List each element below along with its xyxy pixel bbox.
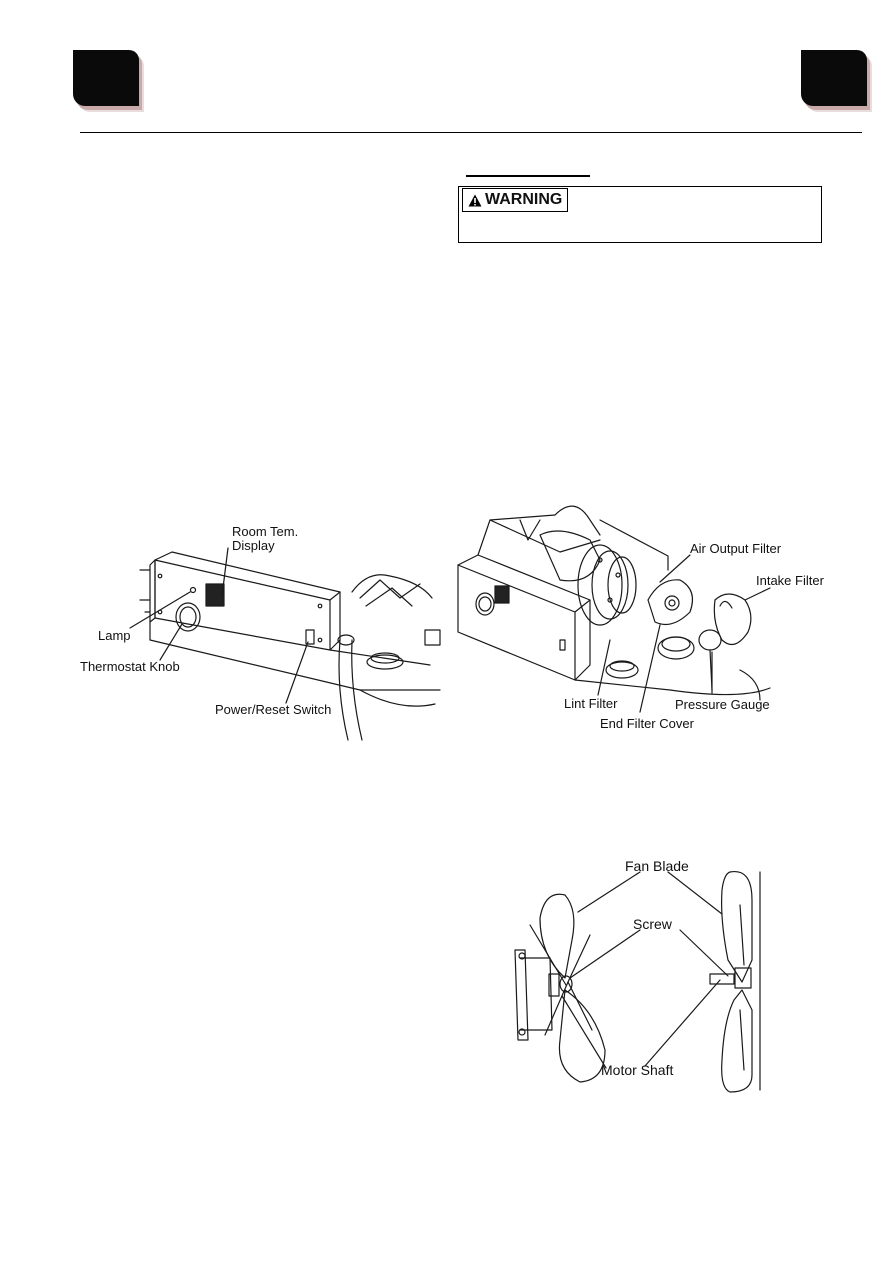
label-motor-shaft: Motor Shaft (601, 1062, 674, 1078)
label-air-output-filter: Air Output Filter (690, 541, 782, 556)
section-heading-rule (466, 175, 590, 177)
header-tab-right (801, 50, 867, 106)
label-room-temp-display-line2: Display (232, 538, 275, 553)
warning-box: WARNING (458, 186, 822, 243)
warning-label: WARNING (462, 188, 569, 212)
header-tab-left (73, 50, 139, 106)
label-pressure-gauge: Pressure Gauge (675, 697, 770, 712)
figure2-open-unit (457, 505, 771, 701)
label-room-temp-display-line1: Room Tem. (232, 524, 299, 539)
figure3-fan-left (514, 893, 606, 1083)
figure3-fan-right (709, 870, 761, 1093)
warning-triangle-icon (468, 194, 482, 206)
label-end-filter-cover: End Filter Cover (600, 716, 694, 731)
figure1-control-panel (139, 551, 441, 741)
label-thermostat-knob: Thermostat Knob (80, 659, 180, 674)
header-rule (80, 132, 862, 133)
label-screw: Screw (633, 916, 672, 932)
warning-label-text: WARNING (485, 191, 563, 208)
label-intake-filter: Intake Filter (756, 573, 824, 588)
label-fan-blade: Fan Blade (625, 858, 689, 874)
label-power-reset-switch: Power/Reset Switch (215, 702, 332, 717)
label-lint-filter: Lint Filter (564, 696, 618, 711)
label-lamp: Lamp (98, 628, 131, 643)
